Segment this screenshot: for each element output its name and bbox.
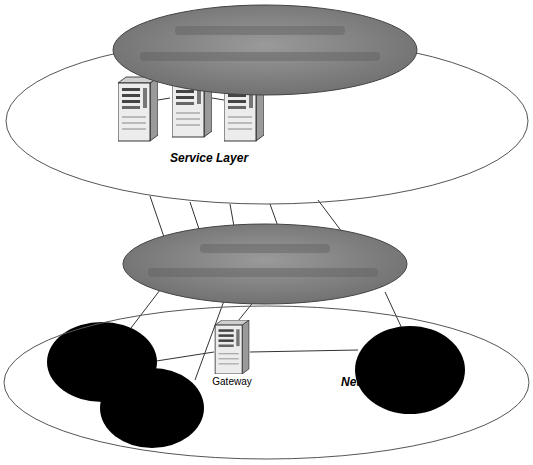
network-layer-ellipse: Network Layer Gateway xyxy=(3,305,530,460)
server-icon xyxy=(214,320,250,374)
layer-outline xyxy=(3,305,530,460)
server-icons xyxy=(118,73,264,141)
link-lines xyxy=(118,98,405,380)
layer-label: Service Layer xyxy=(170,151,533,165)
service-layer-ellipse: Service Layer xyxy=(5,37,529,205)
gateway-server: Gateway xyxy=(208,320,256,390)
upper-grey-band xyxy=(113,5,417,95)
device-label: Gateway xyxy=(208,376,256,387)
layer-label: Network Layer xyxy=(341,375,533,389)
layer-outline xyxy=(5,37,529,205)
middle-grey-band xyxy=(123,224,407,304)
